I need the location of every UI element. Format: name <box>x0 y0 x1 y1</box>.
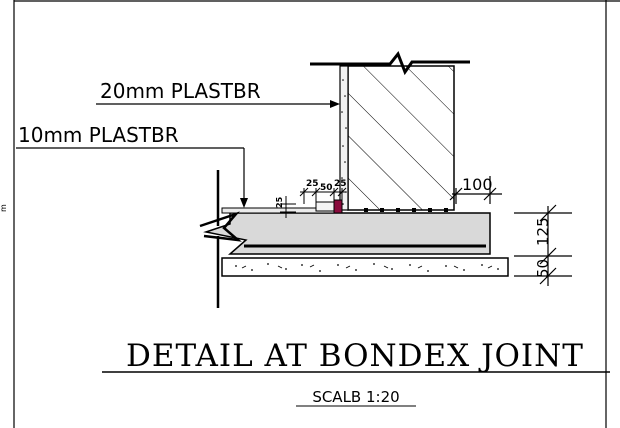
brick-wall <box>310 51 470 212</box>
drawing-scale: SCALB 1:20 <box>312 388 399 406</box>
floor-slab <box>203 199 491 255</box>
leader-10mm-plaster <box>16 147 248 208</box>
label-20mm-plaster: 20mm PLASTBR <box>100 79 261 103</box>
edge-text: m <box>0 204 8 212</box>
dim-125: 125 <box>534 217 552 246</box>
dim-right-stack <box>514 204 572 286</box>
joint-dimension-chain <box>299 187 347 204</box>
wall-break-line <box>310 51 470 76</box>
wall-base-dots <box>364 208 448 212</box>
label-10mm-plaster: 10mm PLASTBR <box>18 123 179 147</box>
dim-25-vertical: 25 <box>275 196 284 208</box>
dim-50: 50 <box>320 183 333 193</box>
dim-100-mark <box>449 176 502 204</box>
existing-wall-left <box>199 170 242 308</box>
dim-25-right: 25 <box>334 179 347 189</box>
dim-25-left: 25 <box>306 179 319 189</box>
drawing-title: DETAIL AT BONDEX JOINT <box>126 338 584 374</box>
dim-100: 100 <box>462 175 493 194</box>
dim-25-vertical-mark <box>280 196 296 218</box>
dim-50-bottom: 50 <box>534 259 552 278</box>
pcc-bed <box>221 257 509 277</box>
leader-20mm-plaster <box>96 100 340 108</box>
bondex-joint <box>333 199 343 214</box>
joint-filler <box>315 201 335 212</box>
wall-plaster-20mm <box>339 65 349 211</box>
